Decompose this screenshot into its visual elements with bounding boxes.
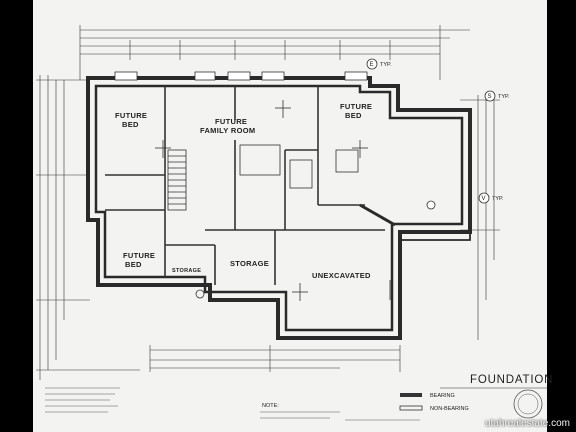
room-labels: FUTURE BED FUTURE FAMILY ROOM FUTURE BED… — [115, 102, 372, 280]
svg-text:E: E — [370, 62, 374, 68]
svg-text:V: V — [482, 196, 486, 202]
room-label-future-bed-3-line1: FUTURE — [123, 251, 155, 260]
typ-marker-right: TYP. — [498, 94, 510, 100]
room-label-future-bed-1-line2: BED — [122, 120, 139, 129]
room-label-family-room-line1: FUTURE — [215, 117, 247, 126]
notes-block — [45, 387, 420, 421]
typ-marker-top: TYP. — [380, 62, 392, 68]
watermark: utahrealestate.com — [484, 418, 570, 429]
room-label-future-bed-2-line1: FUTURE — [340, 102, 372, 111]
room-label-future-bed-3-line2: BED — [125, 260, 142, 269]
typ-markers: TYP. TYP. TYP. — [380, 62, 510, 202]
stairs — [167, 149, 187, 211]
fixtures — [195, 144, 359, 299]
room-label-unexcavated: UNEXCAVATED — [312, 271, 371, 280]
legend-non-bearing: NON-BEARING — [430, 406, 469, 412]
section-marker-letters: E S V — [370, 62, 492, 202]
dimension-lines-left — [36, 75, 140, 380]
note-label: NOTE: — [262, 403, 279, 409]
svg-text:S: S — [488, 94, 492, 100]
dimension-lines-bottom — [149, 345, 401, 372]
cross-markers — [155, 100, 391, 301]
foundation-walls — [86, 76, 472, 340]
interior-walls — [105, 86, 385, 285]
window-markers — [114, 71, 368, 81]
architect-stamp — [513, 389, 543, 419]
section-markers — [366, 58, 496, 210]
dimension-lines-top — [79, 25, 470, 80]
room-label-family-room-line2: FAMILY ROOM — [200, 126, 255, 135]
sheet-title: FOUNDATION — [470, 374, 553, 386]
legend-bearing: BEARING — [430, 393, 455, 399]
room-label-future-bed-1-line1: FUTURE — [115, 111, 147, 120]
typ-marker-v: TYP. — [492, 196, 504, 202]
room-label-future-bed-2-line2: BED — [345, 111, 362, 120]
legend — [399, 393, 423, 411]
room-label-storage-small: STORAGE — [172, 268, 201, 274]
room-label-storage: STORAGE — [230, 259, 269, 268]
